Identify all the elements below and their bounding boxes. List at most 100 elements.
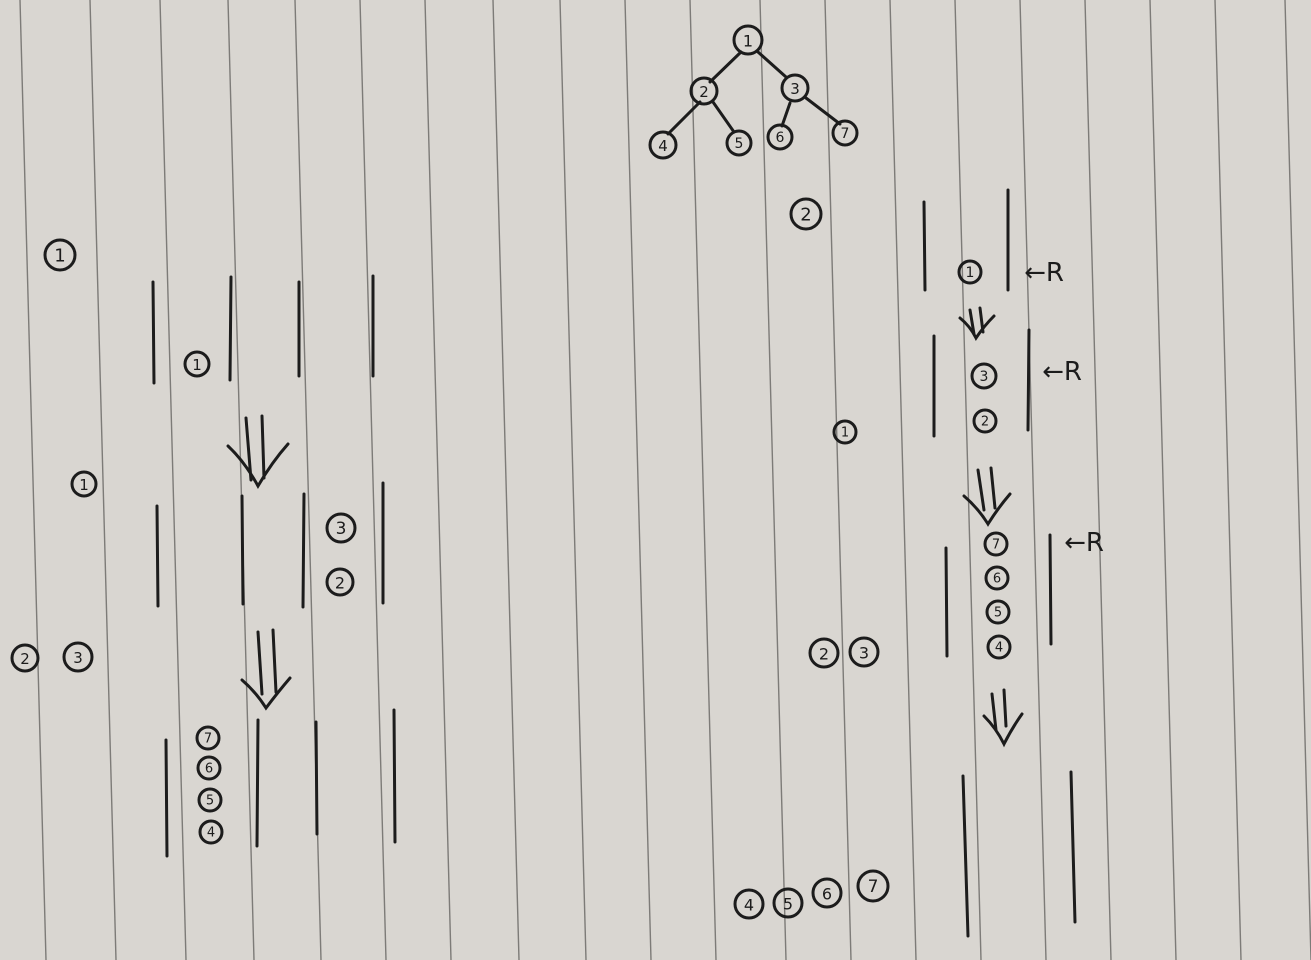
m2-stage3-node-7: 7 (983, 531, 1009, 557)
m2-stage3-stack (944, 533, 1053, 658)
m1-stage3-node-4-text: 4 (207, 826, 215, 841)
m2-stage3-node-4-text: 4 (995, 641, 1003, 656)
down-arrow-4 (962, 466, 1012, 527)
m2-stage3-pending-3-text: 3 (859, 644, 869, 663)
m2-stage4-output-6: 6 (811, 877, 843, 909)
step-label-2: 2 (789, 197, 823, 231)
m2-stage3-node-5-text: 5 (994, 606, 1002, 621)
ruled-line (424, 0, 452, 960)
m2-stage1-node-1-text: 1 (966, 265, 975, 281)
m2-stage4-output-4: 4 (733, 888, 765, 920)
m2-stage2-pending-1-text: 1 (841, 426, 849, 441)
ruled-lines (19, 0, 1311, 960)
m1-stage2-pending-1: 1 (70, 470, 98, 498)
ruled-line (19, 0, 47, 960)
tree-node-1: 1 (732, 24, 764, 56)
m2-stage3-node-6: 6 (984, 565, 1010, 591)
step-label-1: 1 (43, 238, 77, 272)
tree-node-7-text: 7 (841, 126, 850, 142)
ruled-line (954, 0, 982, 960)
tree-node-2-text: 2 (699, 83, 709, 101)
tree-node-7: 7 (831, 119, 859, 147)
m1-stage1-stack-a (151, 275, 233, 385)
m2-stage2-node-2: 2 (972, 408, 998, 434)
m2-stage3-node-4: 4 (986, 634, 1012, 660)
m2-stage4-output-6-text: 6 (822, 885, 832, 904)
down-arrow-3 (958, 306, 996, 341)
ruled-line (759, 0, 787, 960)
m2-stage1-node-1: 1 (957, 259, 983, 285)
tree-node-2: 2 (689, 76, 719, 106)
tree-edge-3-6 (780, 101, 792, 128)
m2-stage1-stack (922, 188, 1010, 292)
m1-stage3-stack-b (314, 708, 397, 844)
m2-pointer-1: ←R (1024, 258, 1064, 288)
m2-stage3-pending-3: 3 (848, 636, 880, 668)
m2-stage4-output-7-text: 7 (868, 877, 879, 897)
ruled-line (1149, 0, 1177, 960)
m1-stage3-node-6: 6 (196, 755, 222, 781)
m1-stage3-node-7-text: 7 (204, 732, 212, 747)
down-arrow-1 (226, 414, 290, 490)
m1-stage3-node-4: 4 (198, 819, 224, 845)
m1-stage3-node-7: 7 (195, 725, 221, 751)
ruled-line (1284, 0, 1311, 960)
m1-stage3-pending-2-text: 2 (20, 650, 30, 668)
tree-edge-1-3 (756, 50, 788, 79)
m2-stage2-node-3-text: 3 (980, 369, 989, 385)
tree-edge-3-7 (804, 96, 842, 126)
tree-edge-1-2 (708, 50, 743, 84)
tree-node-5: 5 (725, 129, 753, 157)
tree-node-4-text: 4 (658, 137, 668, 155)
m2-stage3-pending-2: 2 (808, 637, 840, 669)
m1-stage3-pending-3: 3 (62, 641, 94, 673)
tree-node-6-text: 6 (776, 130, 785, 146)
ruled-line (1084, 0, 1112, 960)
m1-stage3-node-6-text: 6 (205, 762, 213, 777)
m2-stage3-pending-2-text: 2 (819, 645, 829, 664)
m2-stage3-node-7-text: 7 (992, 538, 1000, 553)
m2-stage4-output-4-text: 4 (744, 896, 754, 915)
m1-stage1-node-1-text: 1 (192, 356, 202, 374)
tree-node-3-text: 3 (790, 80, 800, 98)
tree-edge-2-5 (711, 100, 736, 134)
m1-stage1-stack-b (297, 274, 375, 378)
m1-stage3-node-5-text: 5 (206, 794, 214, 809)
m2-stage4-output-7: 7 (856, 869, 890, 903)
m2-stage2-pending-1: 1 (832, 419, 858, 445)
m1-stage1-node-1: 1 (183, 350, 211, 378)
m1-stage3-pending-2: 2 (10, 643, 40, 673)
m2-stage3-node-6-text: 6 (993, 572, 1001, 587)
ruled-line (359, 0, 387, 960)
binary-tree: 1 2 3 4 5 6 7 (648, 24, 859, 160)
m1-stage2-node-2: 2 (325, 567, 355, 597)
m2-stage2-node-2-text: 2 (981, 415, 989, 430)
ruled-line (1214, 0, 1242, 960)
tree-node-5-text: 5 (735, 136, 744, 152)
down-arrow-5 (982, 688, 1024, 748)
m1-stage3-stack-a (164, 718, 260, 858)
tree-node-6: 6 (766, 123, 794, 151)
m1-stage3-node-5: 5 (197, 787, 223, 813)
m1-stage2-pending-1-text: 1 (79, 476, 89, 494)
m2-stage4-output-5: 5 (772, 887, 804, 919)
ruled-line (559, 0, 587, 960)
tree-node-3: 3 (780, 73, 810, 103)
m1-stage2-stack-a (155, 494, 245, 608)
m1-stage2-node-3-text: 3 (336, 519, 347, 539)
m2-stage3-node-5: 5 (985, 599, 1011, 625)
down-arrow-2 (240, 628, 292, 711)
m1-stage3-pending-3-text: 3 (73, 649, 83, 667)
m2-stage4-output-5-text: 5 (783, 895, 793, 914)
step-label-2-text: 2 (800, 205, 811, 226)
ruled-line (889, 0, 917, 960)
ruled-line (824, 0, 852, 960)
ruled-line (89, 0, 117, 960)
m2-stage2-stack (932, 328, 1031, 438)
tree-node-4: 4 (648, 130, 678, 160)
ruled-line (689, 0, 717, 960)
m2-stage2-node-3: 3 (970, 362, 998, 390)
ruled-line (159, 0, 187, 960)
